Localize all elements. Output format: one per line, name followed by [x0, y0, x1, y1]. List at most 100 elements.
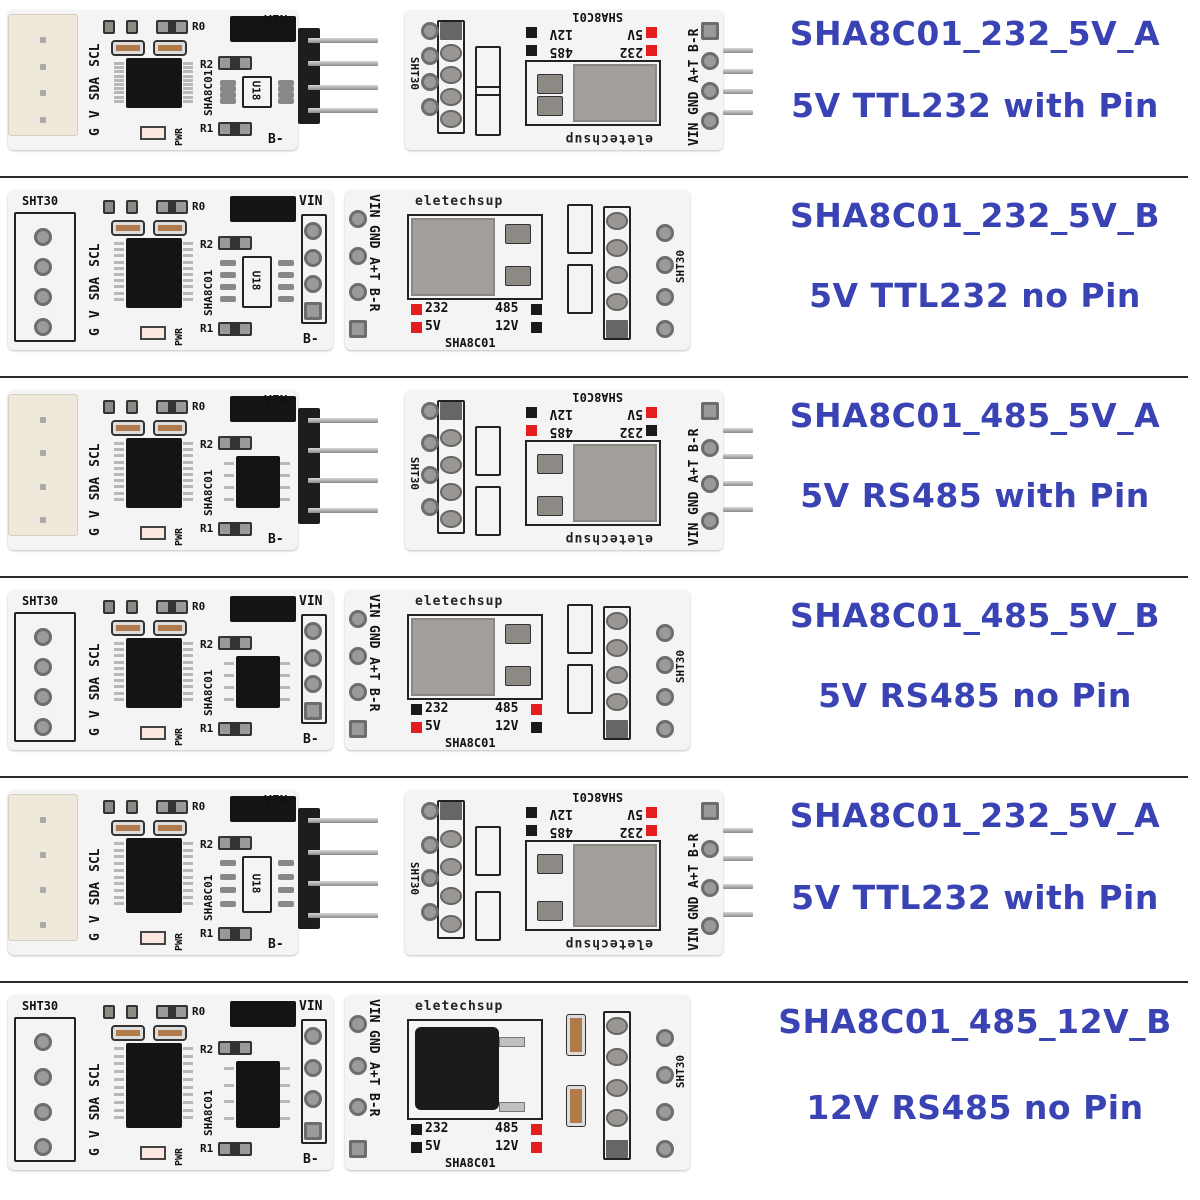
- ic-leg: [183, 454, 193, 458]
- silk-back-pin-label: B-R: [366, 288, 381, 312]
- solder-hole: [421, 498, 439, 516]
- jumper-485-marker: [531, 704, 542, 715]
- ic-leg: [280, 474, 290, 478]
- header-pin: [308, 38, 378, 43]
- silk-brand: eletechsup: [564, 531, 653, 546]
- solder-hole: [304, 1090, 322, 1109]
- sensor-footprint: [14, 212, 76, 342]
- silk-pin-label: SCL: [88, 43, 103, 67]
- silk-back-pin-label: GND: [366, 1030, 381, 1054]
- sensor-pad: [440, 483, 462, 501]
- dpak-tab: [499, 1102, 525, 1112]
- resistor-r2: [218, 836, 252, 850]
- silk-jumper-232: 232: [619, 424, 643, 439]
- ic-leg: [183, 862, 193, 866]
- solder-hole: [656, 656, 674, 674]
- main-ic: [126, 438, 182, 508]
- shield-pad: [573, 64, 657, 122]
- silk-jumper-485: 485: [495, 301, 519, 316]
- ic-leg: [183, 1085, 193, 1089]
- solder-hole: [304, 1122, 322, 1140]
- silk-pin-label: SDA: [88, 1096, 103, 1121]
- smd-pad: [278, 887, 294, 894]
- capacitor: [153, 220, 187, 236]
- solder-hole: [304, 622, 322, 640]
- regulator: [230, 196, 296, 222]
- sensor-pad: [606, 1017, 628, 1035]
- ic-leg: [183, 485, 193, 489]
- transceiver-ic: [236, 1061, 280, 1128]
- pad-outline: [475, 486, 501, 536]
- silk-pin-label: SCL: [88, 243, 103, 267]
- header-pin: [308, 508, 378, 513]
- silk-back-pin-label: GND: [687, 491, 702, 515]
- ic-leg: [224, 1083, 234, 1087]
- header-pin: [308, 478, 378, 483]
- smd-pad: [220, 98, 236, 105]
- silk-sht30-back: SHT30: [408, 861, 421, 895]
- connector-pin: [40, 37, 46, 43]
- ic-leg: [183, 660, 193, 664]
- ic-leg: [183, 691, 193, 695]
- solder-hole: [656, 624, 674, 642]
- silk-jumper-232: 232: [619, 824, 643, 839]
- silk-pwr: PWR: [174, 527, 185, 546]
- silk-bminus: B-: [303, 732, 319, 747]
- main-ic: [126, 58, 182, 108]
- ic-leg: [114, 868, 124, 872]
- ic-leg: [114, 497, 124, 501]
- jumper-485-marker: [531, 1124, 542, 1135]
- regulator: [230, 796, 296, 822]
- pin-header[interactable]: [298, 28, 320, 124]
- header-pin: [308, 84, 378, 90]
- main-ic: [126, 1043, 182, 1128]
- solder-hole: [349, 320, 367, 338]
- silk-chip-name: SHA8C01: [202, 874, 215, 921]
- smd-pad: [103, 800, 115, 814]
- solder-hole: [701, 840, 719, 859]
- ic-leg: [280, 1083, 290, 1087]
- ic-leg: [183, 679, 193, 683]
- smd-pad: [220, 80, 236, 86]
- sensor-pad: [606, 639, 628, 657]
- silk-pin-label: V: [88, 510, 103, 519]
- silk-pin-label: SCL: [88, 443, 103, 467]
- silk-back-pin-label: B-R: [687, 833, 702, 857]
- pad-outline: [475, 46, 501, 96]
- silk-r2: R2: [200, 238, 214, 251]
- pin-header[interactable]: [298, 408, 320, 524]
- solder-hole: [701, 878, 719, 897]
- solder-hole: [34, 658, 52, 676]
- capacitor: [111, 40, 145, 56]
- smd-pad: [278, 98, 294, 105]
- ic-leg: [280, 462, 290, 465]
- silk-r0: R0: [192, 20, 206, 33]
- silk-vin: VIN: [264, 14, 288, 29]
- ic-leg: [280, 1067, 290, 1070]
- sensor-pad: [606, 666, 628, 684]
- sensor-pad: [606, 693, 628, 711]
- ic-leg: [114, 454, 124, 458]
- silk-chip-back: SHA8C01: [445, 736, 496, 750]
- ic-leg: [183, 1054, 193, 1058]
- header-pin: [723, 828, 753, 833]
- smd-pad: [103, 200, 115, 214]
- connector-pin: [40, 417, 46, 423]
- solder-hole: [701, 82, 719, 100]
- pin-header[interactable]: [298, 808, 320, 929]
- u18-footprint: [242, 76, 272, 108]
- sensor-pad: [606, 720, 628, 738]
- capacitor: [111, 220, 145, 236]
- silk-sensor-pins: GVSDASCL: [88, 633, 103, 736]
- solder-hole: [304, 702, 322, 720]
- header-pin: [308, 849, 378, 855]
- ic-leg: [114, 1108, 124, 1112]
- row-divider: [0, 981, 1188, 983]
- ic-leg: [224, 674, 234, 678]
- silk-back-pins: VINGNDA+TB-R: [365, 999, 381, 1125]
